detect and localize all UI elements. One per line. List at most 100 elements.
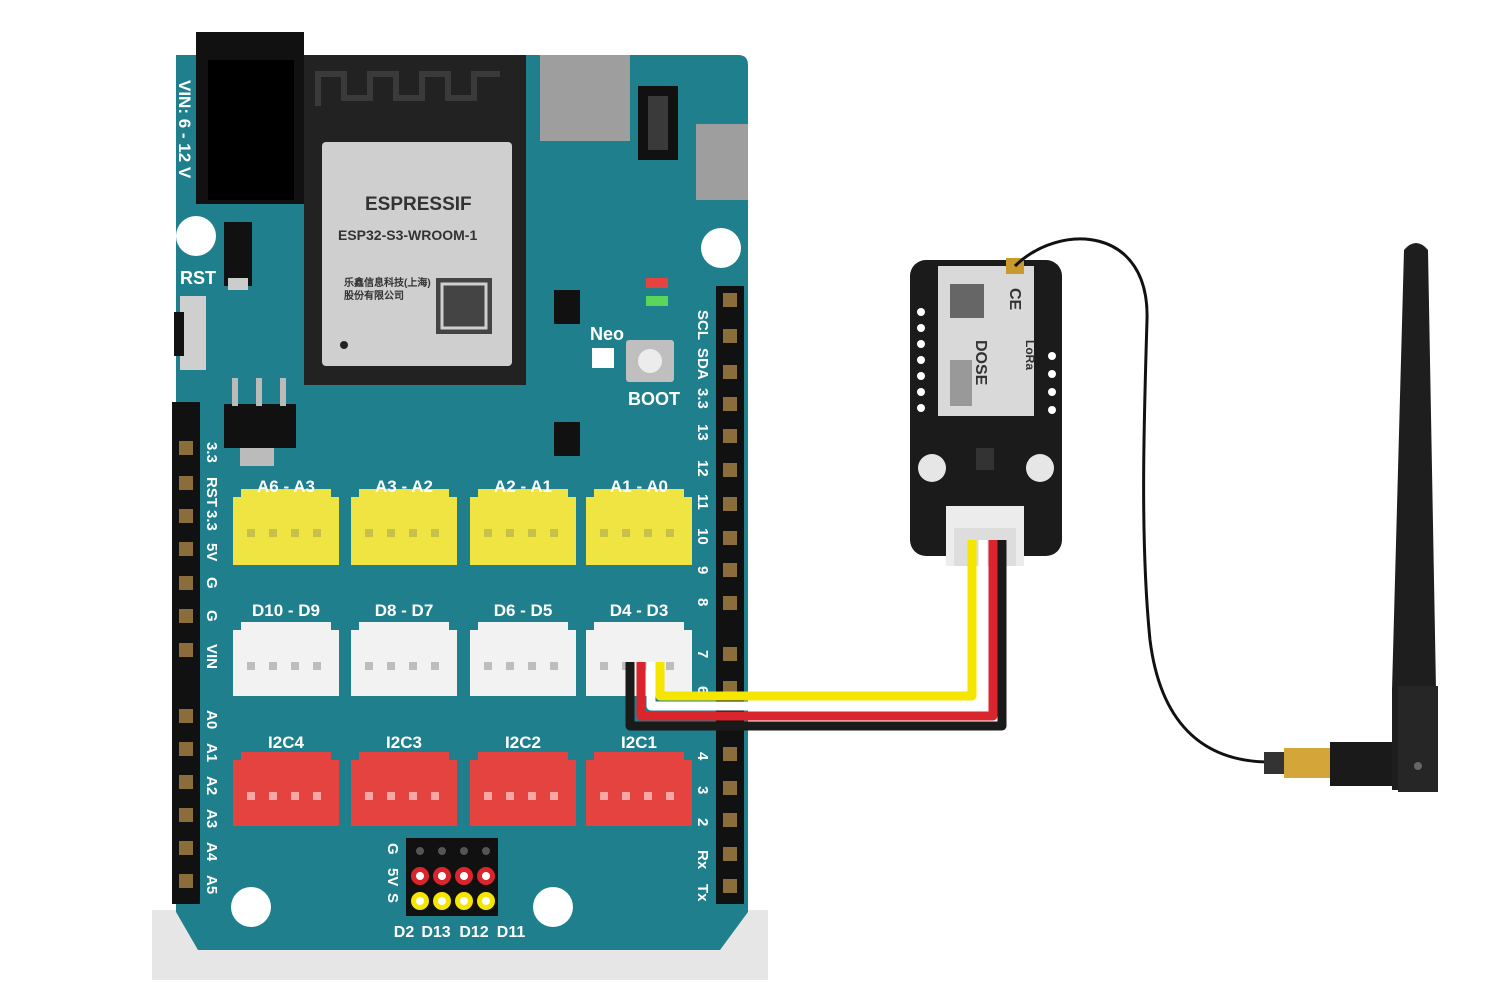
right-pin-label: 3 <box>694 786 711 794</box>
neo-pixel-led <box>592 348 614 368</box>
header-pin[interactable] <box>723 879 737 893</box>
header-pin[interactable] <box>179 808 193 822</box>
header-pin[interactable] <box>179 441 193 455</box>
antenna-trace <box>315 71 500 106</box>
i2c-port-label: I2C4 <box>268 733 304 752</box>
module-maker-2: 股份有限公司 <box>344 289 404 302</box>
header-pin[interactable] <box>723 813 737 827</box>
port-pin <box>600 529 608 537</box>
right-pin-label: 8 <box>694 598 711 606</box>
header-pin[interactable] <box>723 293 737 307</box>
port-pin <box>247 662 255 670</box>
lora-hole <box>918 454 946 482</box>
header-pin[interactable] <box>723 397 737 411</box>
wire-white <box>646 540 988 711</box>
wire-red <box>636 540 998 721</box>
port-pin <box>365 529 373 537</box>
header-pin[interactable] <box>723 596 737 610</box>
right-pin-label: 10 <box>694 528 711 545</box>
right-pin-label: 7 <box>694 650 711 658</box>
left-pin-label: 3.3 <box>203 442 220 463</box>
right-pin-label: 12 <box>694 460 711 477</box>
dc-jack-inner <box>208 60 294 200</box>
port-pin <box>431 662 439 670</box>
header-pin[interactable] <box>179 874 193 888</box>
left-pin-label: A2 <box>203 776 220 795</box>
lora-pad <box>917 340 925 348</box>
left-pin-label: A4 <box>203 842 220 862</box>
lora-pad <box>917 388 925 396</box>
right-pin-label: SCL <box>694 310 711 340</box>
lora-pad <box>1048 406 1056 414</box>
port-pin <box>644 529 652 537</box>
header-pin[interactable] <box>723 429 737 443</box>
right-pin-label: 11 <box>694 494 711 510</box>
right-pin-label: SDA <box>694 348 711 380</box>
led-red-icon <box>646 278 668 288</box>
port-pin <box>387 529 395 537</box>
header-pin[interactable] <box>723 463 737 477</box>
header-pin[interactable] <box>179 643 193 657</box>
header-pin[interactable] <box>179 542 193 556</box>
module-maker-1: 乐鑫信息科技(上海) <box>344 276 431 289</box>
boot-label: BOOT <box>628 389 680 409</box>
port-pin <box>484 662 492 670</box>
port-pin <box>506 662 514 670</box>
header-pin[interactable] <box>179 841 193 855</box>
header-pin[interactable] <box>179 576 193 590</box>
port-pin <box>387 662 395 670</box>
header-pin[interactable] <box>723 847 737 861</box>
header-pin[interactable] <box>179 609 193 623</box>
header-pin[interactable] <box>723 497 737 511</box>
lora-text-2: CE <box>1006 288 1023 311</box>
header-pin[interactable] <box>723 747 737 761</box>
mounting-hole <box>176 216 216 256</box>
servo-row-label: S <box>384 893 401 903</box>
port-pin <box>247 792 255 800</box>
i2c-port-label: I2C3 <box>386 733 422 752</box>
header-pin[interactable] <box>723 563 737 577</box>
wire-yellow <box>655 540 977 701</box>
right-pin-label: 9 <box>694 566 711 574</box>
port-pin <box>409 662 417 670</box>
mounting-hole <box>231 887 271 927</box>
port-pin <box>291 792 299 800</box>
header-pin[interactable] <box>179 775 193 789</box>
usb-connector <box>540 55 630 141</box>
header-pin[interactable] <box>723 647 737 661</box>
i2c-port-label: I2C1 <box>621 733 657 752</box>
lora-pad <box>1048 388 1056 396</box>
antenna-whip <box>1392 243 1436 790</box>
lora-pad <box>917 324 925 332</box>
header-pin[interactable] <box>179 476 193 490</box>
header-pin[interactable] <box>723 329 737 343</box>
lora-text-3: LoRa <box>1023 340 1037 370</box>
port-pin <box>622 792 630 800</box>
lora-pad <box>917 356 925 364</box>
header-pin[interactable] <box>723 531 737 545</box>
servo-pin-label: D11 <box>497 924 526 941</box>
qr-code-icon <box>436 278 492 334</box>
reset-button[interactable] <box>180 296 206 370</box>
header-pin[interactable] <box>179 509 193 523</box>
port-pin <box>528 529 536 537</box>
header-pin[interactable] <box>179 742 193 756</box>
digital-port-label: D6 - D5 <box>494 601 553 620</box>
left-pin-label: A1 <box>203 743 220 762</box>
header-pin[interactable] <box>179 709 193 723</box>
esp32-s3-board: VIN: 6 - 12 V ESPRESSIF ESP32-S3-WROOM-1… <box>152 32 768 980</box>
lora-pad <box>917 404 925 412</box>
port-pin <box>269 792 277 800</box>
jst-connector <box>696 124 748 200</box>
header-pin[interactable] <box>723 365 737 379</box>
port-pin <box>506 792 514 800</box>
port-pin <box>313 662 321 670</box>
port-pin <box>313 529 321 537</box>
i2c-port-label: I2C2 <box>505 733 541 752</box>
header-pin[interactable] <box>723 781 737 795</box>
servo-row-label: 5V <box>384 868 401 886</box>
digital-port-label: D10 - D9 <box>252 601 320 620</box>
